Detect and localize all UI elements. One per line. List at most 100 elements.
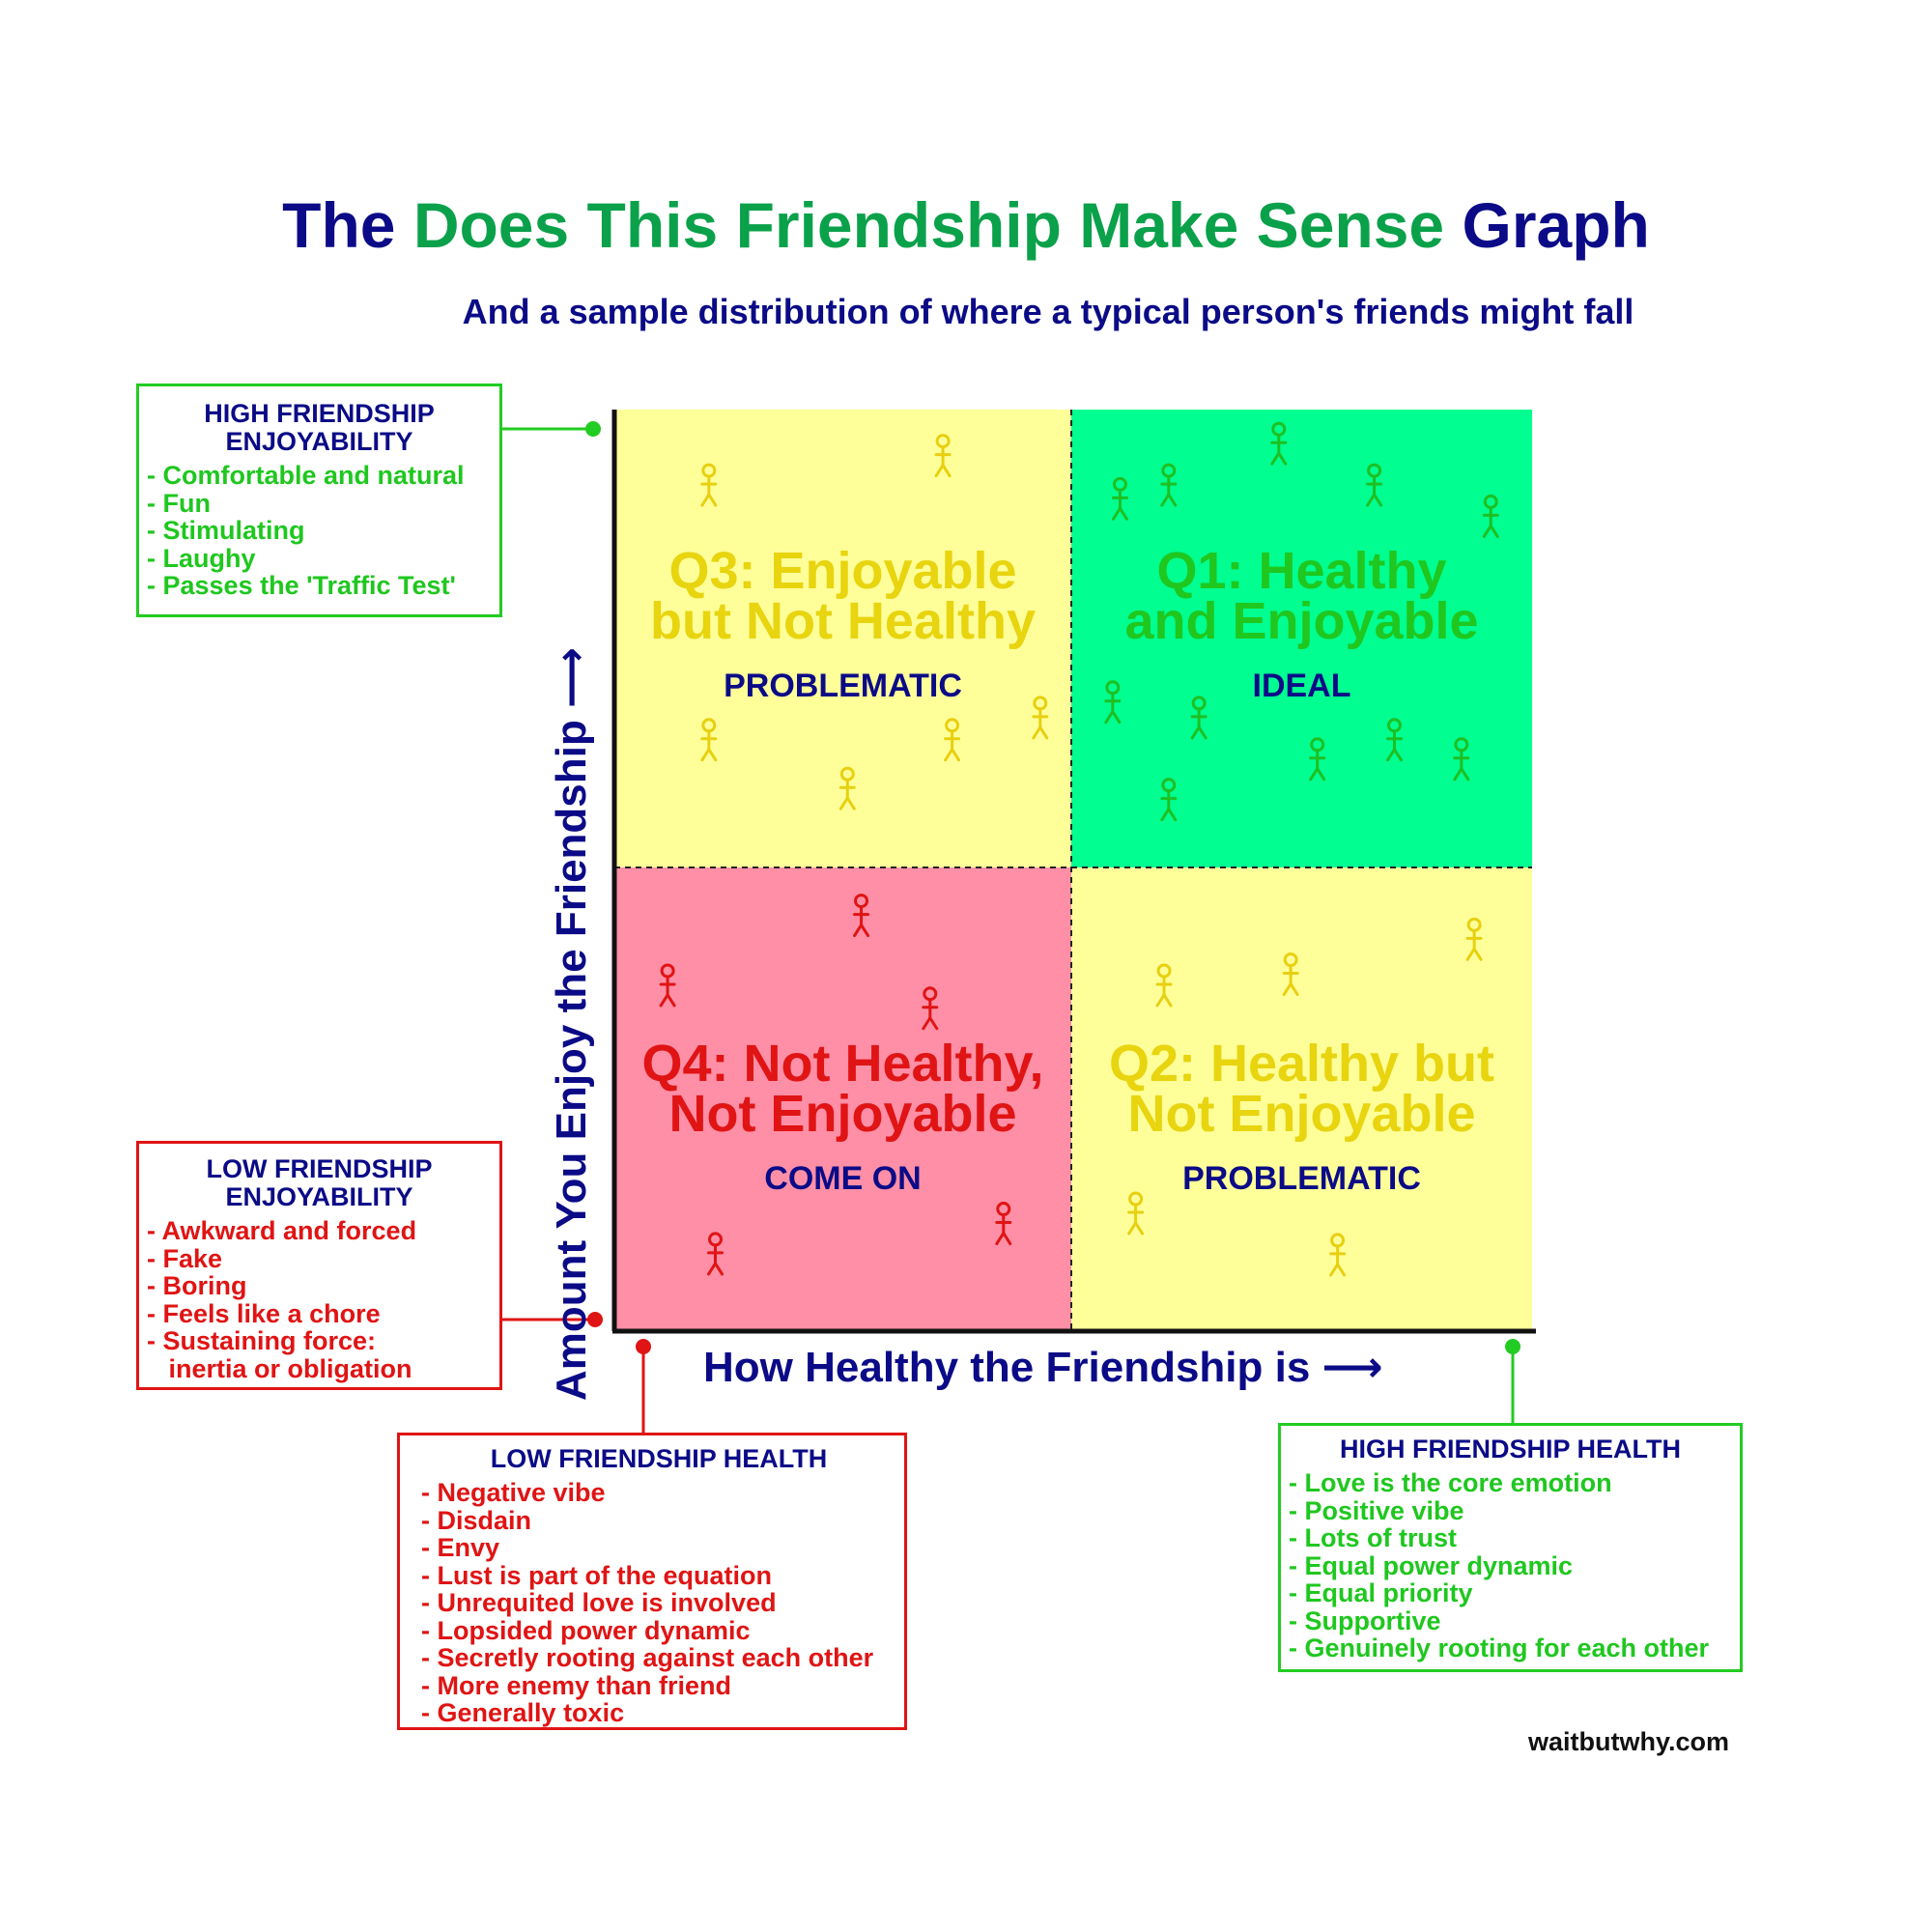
list-item: - Boring <box>147 1271 247 1300</box>
q4-label-group: Q4: Not Healthy, Not Enjoyable COME ON <box>614 1035 1071 1198</box>
friend-markers <box>659 421 1499 1277</box>
high-enjoyability-list: - Comfortable and natural- Fun- Stimulat… <box>139 462 499 600</box>
q1-friend-marker <box>1366 463 1383 507</box>
list-item: - Disdain <box>421 1505 532 1535</box>
title-part-the: The <box>282 189 396 261</box>
q4-friend-marker <box>659 963 676 1008</box>
list-item: - Stimulating <box>147 516 305 545</box>
high-enjoyability-dot <box>585 421 601 437</box>
list-item: - Sustaining force: <box>147 1326 377 1355</box>
list-item: - Passes the 'Traffic Test' <box>147 571 456 600</box>
q4-friend-marker <box>853 894 870 938</box>
low-health-box: LOW FRIENDSHIP HEALTH - Negative vibe- D… <box>397 1433 907 1730</box>
q3-area <box>614 410 1071 867</box>
q1-friend-marker <box>1104 680 1122 724</box>
high-enjoyability-box: HIGH FRIENDSHIP ENJOYABILITY - Comfortab… <box>136 384 502 617</box>
low-enjoyability-dot <box>587 1312 603 1327</box>
high-health-list: - Love is the core emotion- Positive vib… <box>1281 1469 1740 1662</box>
q1-friend-marker <box>1386 718 1403 762</box>
high-health-box: HIGH FRIENDSHIP HEALTH - Love is the cor… <box>1278 1423 1743 1672</box>
list-item: - Unrequited love is involved <box>421 1588 777 1617</box>
q1-friend-marker <box>1309 737 1326 781</box>
q1-title-line2: and Enjoyable <box>1124 592 1479 650</box>
q2-friend-marker <box>1127 1191 1145 1236</box>
q2-friend-marker <box>1329 1233 1347 1277</box>
q2-label-group: Q2: Healthy but Not Enjoyable PROBLEMATI… <box>1071 1035 1532 1198</box>
q4-friend-marker <box>922 986 939 1031</box>
q3-friend-marker <box>934 434 952 478</box>
q3-title-line1: Q3: Enjoyable <box>668 542 1017 600</box>
list-item: - Positive vibe <box>1289 1495 1464 1525</box>
low-enjoyability-heading-line1: LOW FRIENDSHIP <box>206 1154 433 1183</box>
q2-friend-marker <box>1465 917 1483 961</box>
q1-friend-marker <box>1453 737 1470 781</box>
q3-label-group: Q3: Enjoyable but Not Healthy PROBLEMATI… <box>614 542 1071 705</box>
title-part-main: Does This Friendship Make Sense <box>412 189 1445 261</box>
list-item: - Laughy <box>147 543 256 573</box>
q4-friend-marker <box>707 1232 724 1276</box>
q1-friend-marker <box>1190 696 1208 740</box>
low-health-heading: LOW FRIENDSHIP HEALTH <box>490 1444 828 1473</box>
q2-title-line2: Not Enjoyable <box>1127 1085 1476 1143</box>
x-axis-label: How Healthy the Friendship is ⟶ <box>703 1344 1383 1391</box>
list-item: - Lots of trust <box>1289 1523 1457 1552</box>
high-enjoyability-heading-line2: ENJOYABILITY <box>225 427 413 456</box>
list-item: - Supportive <box>1289 1605 1441 1635</box>
title-part-graph: Graph <box>1462 189 1650 261</box>
q2-label: PROBLEMATIC <box>1182 1160 1421 1197</box>
list-item: - Equal power dynamic <box>1289 1550 1574 1580</box>
list-item: - Genuinely rooting for each other <box>1289 1634 1710 1662</box>
list-item: - Lust is part of the equation <box>421 1560 772 1590</box>
q1-label: IDEAL <box>1252 668 1351 704</box>
list-item: - Generally toxic <box>421 1698 625 1727</box>
q1-friend-marker <box>1160 778 1178 822</box>
q3-friend-marker <box>700 718 718 762</box>
q1-friend-marker <box>1270 421 1288 466</box>
q2-title-line1: Q2: Healthy but <box>1108 1035 1495 1093</box>
high-enjoyability-heading-line1: HIGH FRIENDSHIP <box>204 399 435 428</box>
q4-title-line1: Q4: Not Healthy, <box>641 1035 1044 1093</box>
list-item: - Negative vibe <box>421 1478 606 1507</box>
q4-label: COME ON <box>764 1160 922 1197</box>
list-item: - Fun <box>147 488 211 518</box>
list-item: - Secretly rooting against each other <box>421 1643 874 1672</box>
q1-friend-marker <box>1482 494 1499 538</box>
list-item: - Lopsided power dynamic <box>421 1615 751 1645</box>
list-item: - Comfortable and natural <box>147 461 465 490</box>
q3-friend-marker <box>700 463 718 507</box>
low-enjoyability-box: LOW FRIENDSHIP ENJOYABILITY - Awkward an… <box>136 1141 502 1390</box>
q1-friend-marker <box>1160 463 1178 507</box>
q1-friend-marker <box>1111 476 1128 521</box>
low-health-dot <box>636 1339 651 1354</box>
q3-friend-marker <box>1032 696 1049 740</box>
q1-area <box>1071 410 1532 867</box>
high-health-heading: HIGH FRIENDSHIP HEALTH <box>1339 1435 1682 1463</box>
q4-title-line2: Not Enjoyable <box>668 1085 1017 1143</box>
list-item: - More enemy than friend <box>421 1670 732 1700</box>
low-enjoyability-list: - Awkward and forced- Fake- Boring- Feel… <box>139 1217 499 1382</box>
q3-title-line2: but Not Healthy <box>650 592 1036 650</box>
high-health-dot <box>1505 1339 1520 1354</box>
q1-label-group: Q1: Healthy and Enjoyable IDEAL <box>1071 542 1532 705</box>
credit-text: waitbutwhy.com <box>1528 1727 1730 1756</box>
subtitle: And a sample distribution of where a typ… <box>462 292 1634 331</box>
low-health-list: - Negative vibe- Disdain- Envy- Lust is … <box>413 1479 904 1727</box>
low-enjoyability-heading-line2: ENJOYABILITY <box>225 1182 413 1211</box>
list-item: - Awkward and forced <box>147 1216 417 1245</box>
q4-area <box>614 867 1071 1329</box>
q2-friend-marker <box>1155 963 1173 1008</box>
list-item: inertia or obligation <box>147 1353 412 1383</box>
list-item: - Equal priority <box>1289 1578 1473 1607</box>
y-axis-label: Amount You Enjoy the Friendship ⟶ <box>548 646 595 1402</box>
list-item: - Fake <box>147 1243 223 1273</box>
list-item: - Feels like a chore <box>147 1298 381 1328</box>
q3-friend-marker <box>944 718 961 762</box>
list-item: - Love is the core emotion <box>1289 1468 1612 1497</box>
q2-friend-marker <box>1282 952 1299 997</box>
q2-area <box>1071 867 1532 1329</box>
q3-friend-marker <box>838 766 856 810</box>
q4-friend-marker <box>995 1202 1012 1246</box>
page-title: The Does This Friendship Make Sense Grap… <box>0 188 1932 262</box>
q1-title-line1: Q1: Healthy <box>1156 542 1447 600</box>
